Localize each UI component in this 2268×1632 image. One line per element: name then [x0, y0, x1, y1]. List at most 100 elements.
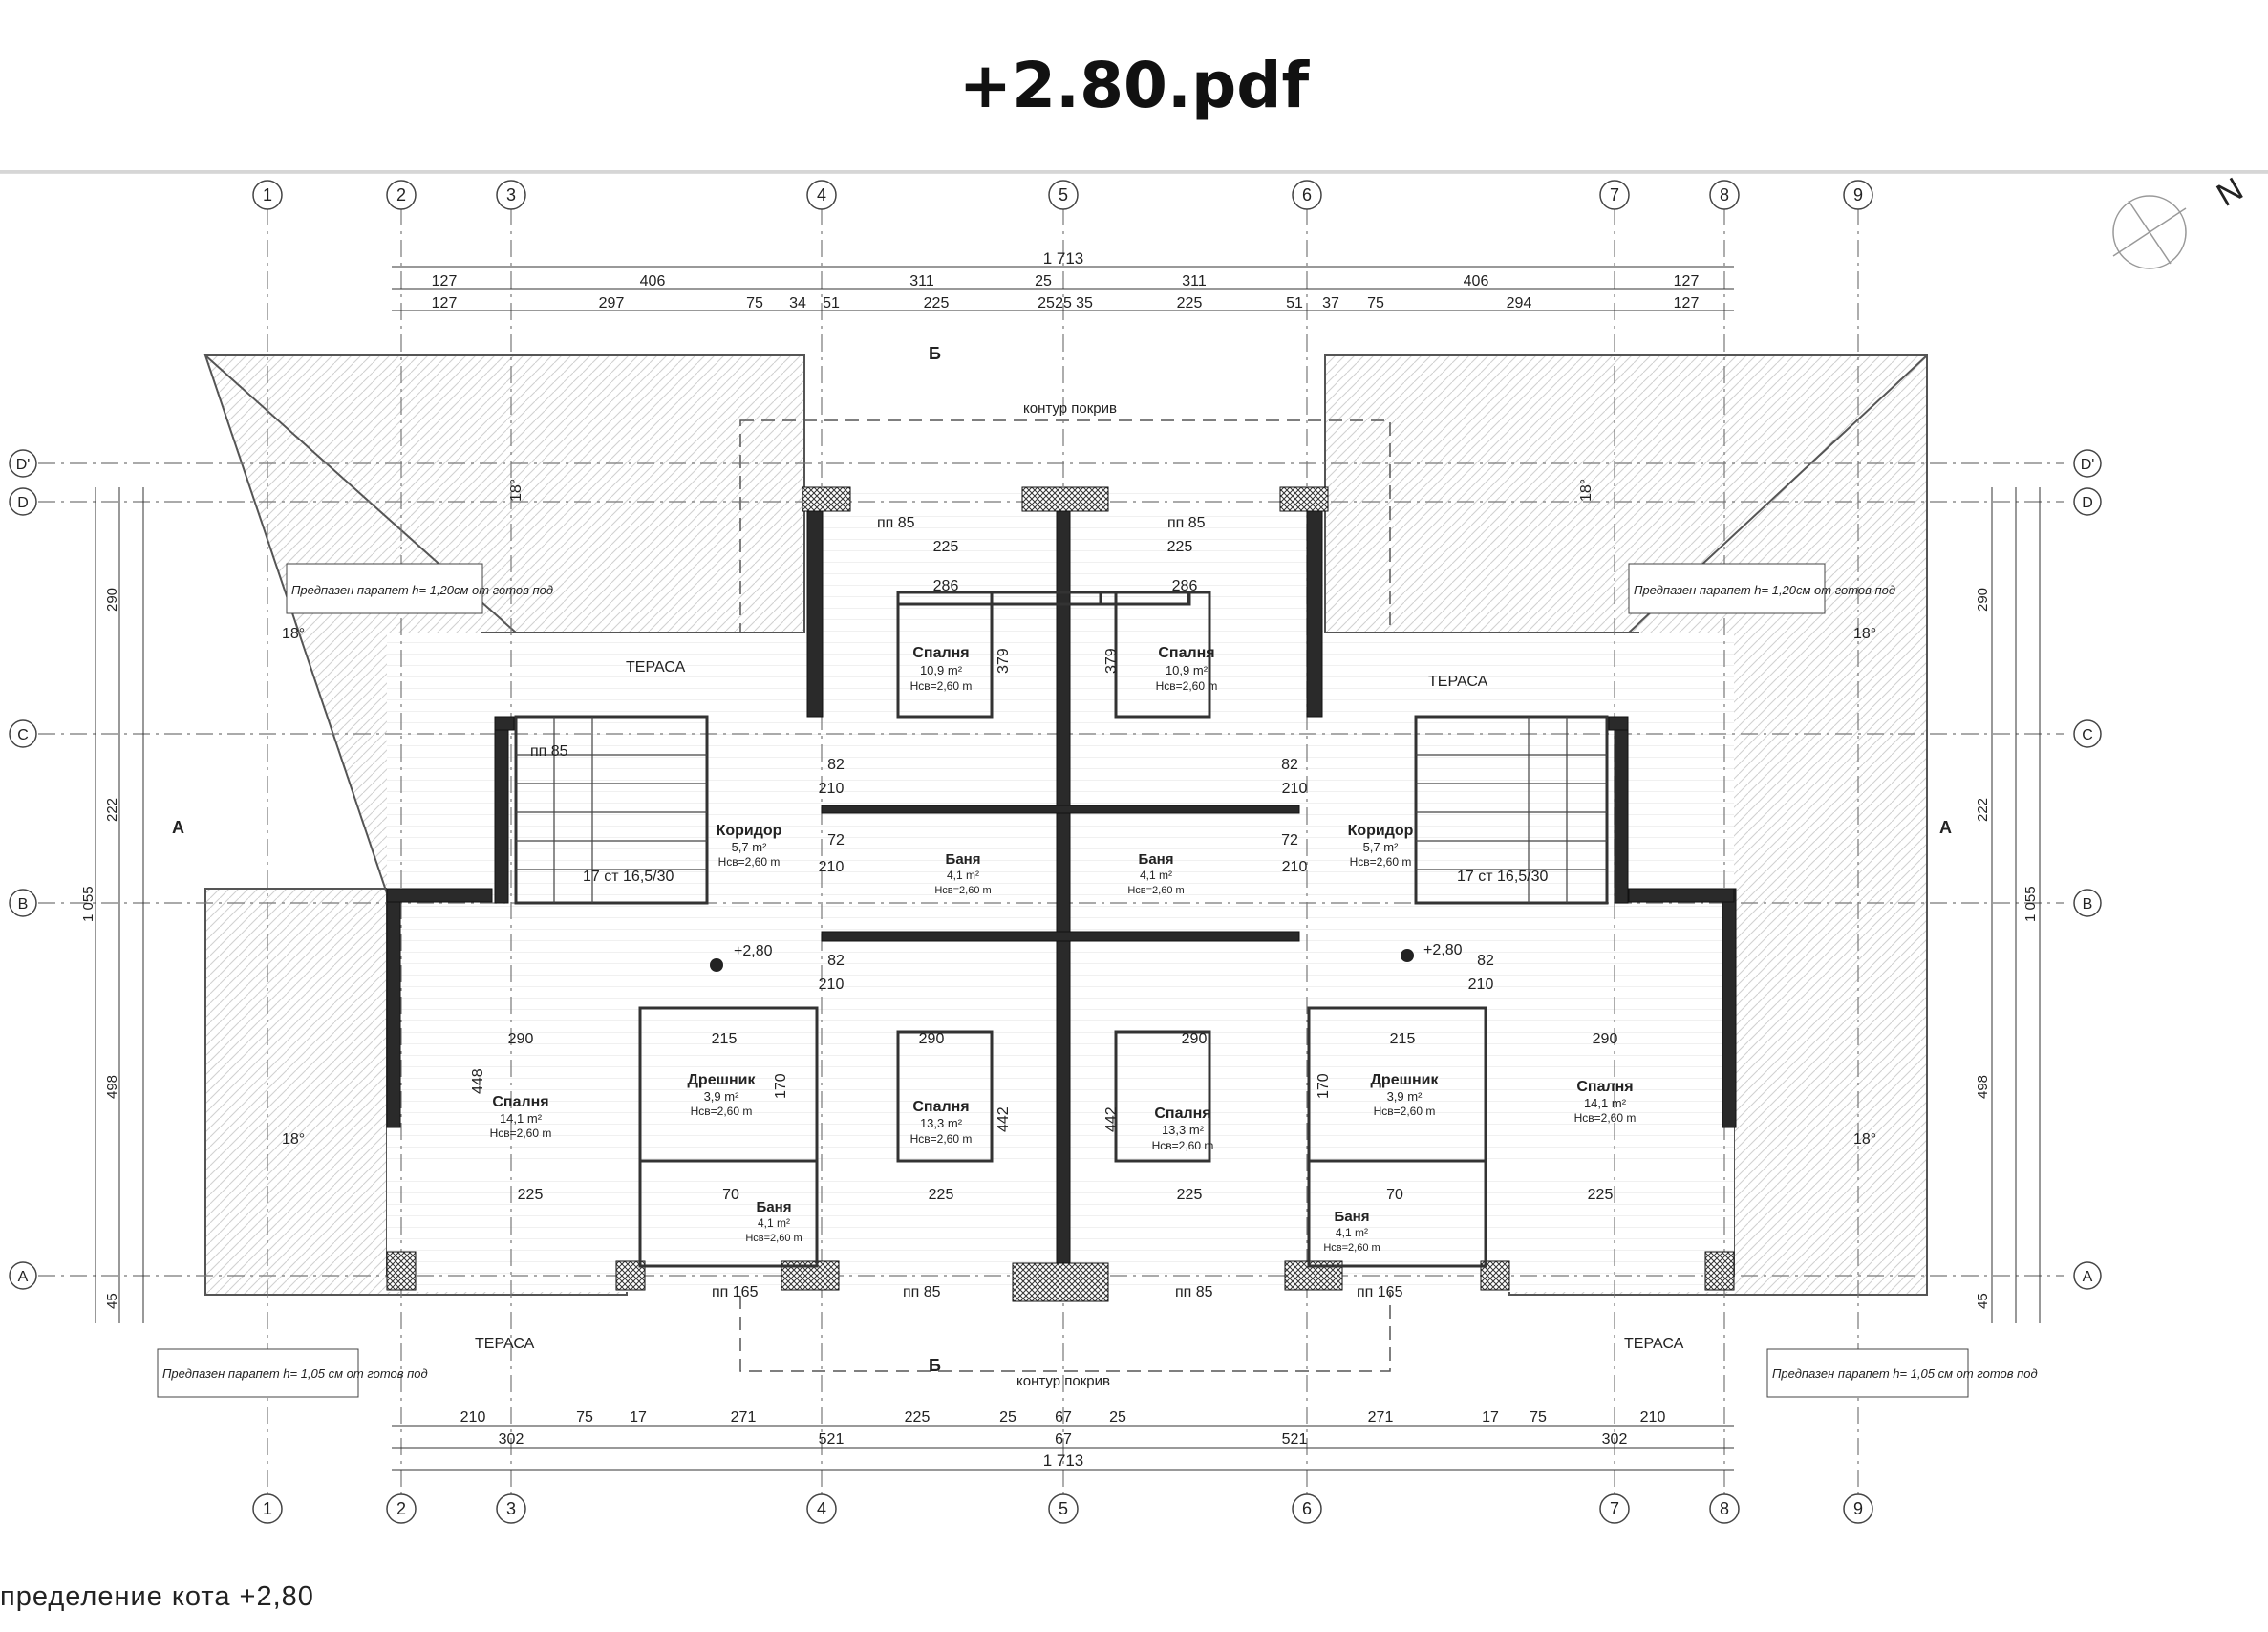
- svg-text:Нсв=2,60 m: Нсв=2,60 m: [691, 1105, 753, 1118]
- bottom-dim-11: 75: [1530, 1409, 1547, 1426]
- bottom-sub-dim-1: 302: [499, 1431, 524, 1448]
- wall-dim-18: 379: [1103, 648, 1120, 674]
- right-dim-498: 498: [1975, 1075, 1991, 1099]
- room-bedroom-top-left: Спалня 10,9 m² Нсв=2,60 m: [910, 645, 973, 693]
- svg-text:4,1 m²: 4,1 m²: [1336, 1226, 1368, 1239]
- top-dim-6: 406: [1464, 273, 1489, 290]
- bottom-dim-8: 25: [1109, 1409, 1126, 1426]
- roof-slope-2: 18°: [1853, 626, 1876, 642]
- plan-caption: пределение кота +2,80: [0, 1581, 314, 1612]
- svg-text:14,1 m²: 14,1 m²: [1584, 1096, 1627, 1110]
- room-bedroom-top-right: Спалня 10,9 m² Нсв=2,60 m: [1156, 645, 1218, 693]
- wall-dim-9: 215: [712, 1031, 738, 1047]
- dimension-lines-bottom: [392, 1425, 1734, 1471]
- room-bath-bottom-left: Баня 4,1 m² Нсв=2,60 m: [745, 1199, 802, 1244]
- top-dim-1: 127: [432, 273, 458, 290]
- grid-row-a-right: A: [2083, 1269, 2093, 1285]
- section-a-left: A: [172, 818, 184, 837]
- svg-text:Спалня: Спалня: [492, 1094, 548, 1110]
- grid-row-b-right: B: [2083, 896, 2093, 913]
- grid-col-2-top: 2: [396, 185, 406, 204]
- bottom-dim-4: 271: [731, 1409, 757, 1426]
- svg-text:4,1 m²: 4,1 m²: [1140, 869, 1172, 882]
- grid-col-3-top: 3: [506, 185, 516, 204]
- svg-text:Нсв=2,60 m: Нсв=2,60 m: [1152, 1139, 1214, 1152]
- parapet-note-lower-right: Предпазен парапет h= 1,05 см от готов по…: [1766, 1348, 2038, 1398]
- grid-row-a-left: A: [18, 1269, 29, 1285]
- left-dim-45: 45: [104, 1293, 120, 1309]
- svg-text:Дрешник: Дрешник: [1371, 1072, 1440, 1088]
- overall-width-bottom: 1 713: [1043, 1451, 1084, 1470]
- svg-text:Предпазен парапет h= 1,05 см о: Предпазен парапет h= 1,05 см от готов по…: [162, 1366, 428, 1381]
- svg-text:3,9 m²: 3,9 m²: [704, 1089, 740, 1104]
- svg-text:Спалня: Спалня: [1154, 1106, 1210, 1122]
- grid-col-7-bottom: 7: [1610, 1499, 1619, 1518]
- grid-col-9-bottom: 9: [1853, 1499, 1863, 1518]
- sill-label-7: пп 165: [1357, 1284, 1403, 1300]
- top-sub-dim-7: 25: [1038, 295, 1055, 311]
- grid-row-dprime-right: D': [2081, 457, 2095, 473]
- top-sub-dim-3: 75: [746, 295, 763, 311]
- terrace-label-1: ТЕРАСА: [626, 659, 686, 676]
- svg-text:Нсв=2,60 m: Нсв=2,60 m: [1350, 855, 1412, 869]
- wall-dim-17: 379: [995, 648, 1012, 674]
- grid-col-9-top: 9: [1853, 185, 1863, 204]
- roof-contour-label-bottom: контур покрив: [1016, 1373, 1110, 1389]
- grid-col-7-top: 7: [1610, 185, 1619, 204]
- grid-row-d-left: D: [17, 495, 29, 511]
- svg-text:10,9 m²: 10,9 m²: [920, 663, 963, 677]
- svg-text:Нсв=2,60 m: Нсв=2,60 m: [490, 1127, 552, 1140]
- door-width-3: 82: [827, 953, 845, 969]
- level-marker-icon: [710, 949, 1414, 972]
- top-dim-4: 25: [1035, 273, 1052, 290]
- right-dim-290: 290: [1975, 588, 1991, 612]
- bottom-dim-12: 210: [1640, 1409, 1666, 1426]
- section-a-right: A: [1939, 818, 1952, 837]
- svg-text:Баня: Баня: [1139, 851, 1174, 868]
- top-sub-dim-4: 34: [789, 295, 806, 311]
- grid-row-dprime-left: D': [16, 457, 31, 473]
- section-b-bottom: Б: [929, 1356, 941, 1375]
- door-width-6: 82: [1477, 953, 1494, 969]
- top-dim-7: 127: [1674, 273, 1700, 290]
- svg-text:Спалня: Спалня: [912, 645, 969, 661]
- door-height-2: 210: [819, 859, 845, 875]
- svg-text:Баня: Баня: [946, 851, 981, 868]
- left-dim-290: 290: [104, 588, 120, 612]
- dimension-lines-right: [1991, 487, 2041, 1323]
- wall-dim-2: 225: [1167, 539, 1193, 555]
- wall-dim-21: 442: [1103, 1106, 1120, 1132]
- door-height-4: 210: [1282, 781, 1308, 797]
- sill-label-3: пп 85: [530, 743, 568, 760]
- right-overall-height: 1 055: [2022, 886, 2039, 922]
- top-sub-dim-10: 225: [1177, 295, 1203, 311]
- grid-col-5-top: 5: [1059, 185, 1068, 204]
- grid-row-c-left: C: [17, 727, 29, 743]
- top-sub-dim-9: 35: [1076, 295, 1093, 311]
- svg-text:14,1 m²: 14,1 m²: [500, 1111, 543, 1126]
- wall-dim-8: 290: [1593, 1031, 1618, 1047]
- room-bath-center-right: Баня 4,1 m² Нсв=2,60 m: [1127, 851, 1184, 896]
- svg-text:Нсв=2,60 m: Нсв=2,60 m: [1574, 1111, 1637, 1125]
- roof-slope-3: 18°: [282, 1131, 305, 1148]
- door-width-4: 82: [1281, 757, 1298, 773]
- svg-text:Предпазен парапет h= 1,20см от: Предпазен парапет h= 1,20см от готов под: [1634, 583, 1895, 597]
- room-closet-right: Дрешник 3,9 m² Нсв=2,60 m: [1371, 1072, 1440, 1118]
- bottom-sub-dim-3: 67: [1055, 1431, 1072, 1448]
- wall-dim-20: 442: [995, 1106, 1012, 1132]
- grid-col-2-bottom: 2: [396, 1499, 406, 1518]
- sill-label-6: пп 165: [712, 1284, 759, 1300]
- room-bedroom-right: Спалня 14,1 m² Нсв=2,60 m: [1574, 1079, 1637, 1125]
- svg-text:4,1 m²: 4,1 m²: [947, 869, 979, 882]
- wall-dim-3: 286: [933, 578, 959, 594]
- interior-walls: [514, 591, 1609, 1268]
- top-sub-dim-14: 294: [1507, 295, 1532, 311]
- bottom-dim-5: 225: [905, 1409, 931, 1426]
- grid-col-4-bottom: 4: [817, 1499, 826, 1518]
- door-height-5: 210: [1282, 859, 1308, 875]
- top-sub-dim-2: 297: [599, 295, 625, 311]
- svg-text:Нсв=2,60 m: Нсв=2,60 m: [910, 1132, 973, 1146]
- top-dim-3: 311: [909, 273, 934, 290]
- roof-slope-1: 18°: [282, 626, 305, 642]
- room-bath-center-left: Баня 4,1 m² Нсв=2,60 m: [934, 851, 991, 896]
